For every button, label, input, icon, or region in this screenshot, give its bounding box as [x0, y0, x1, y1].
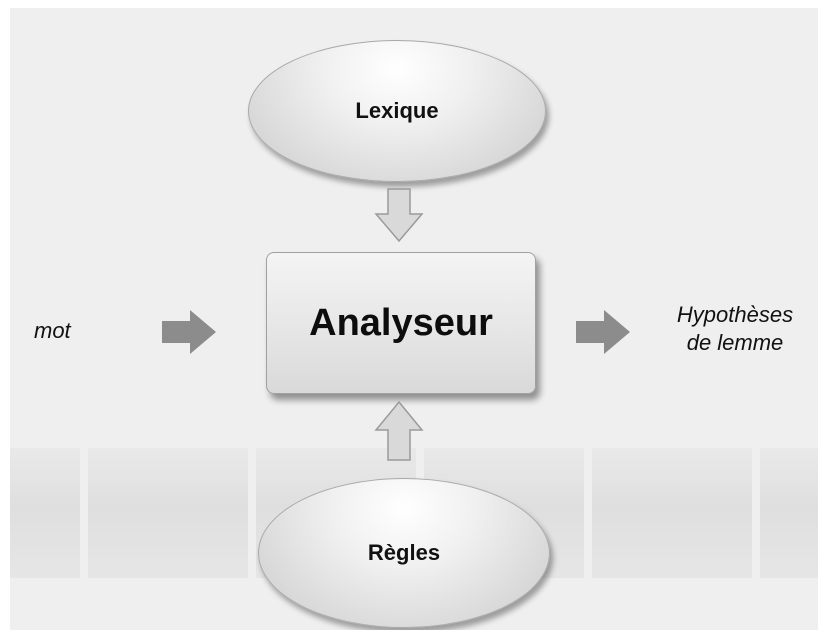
background-photo-strip: [10, 448, 818, 578]
background-photo: [10, 448, 80, 578]
output-label-line-2: de lemme: [686, 330, 784, 355]
output-label: Hypothèses de lemme: [665, 301, 805, 357]
background-photo: [88, 448, 248, 578]
diagram-canvas: Lexique Analyseur Règles mot Hypothèses …: [10, 8, 818, 630]
arrow-right-icon: [162, 310, 216, 354]
background-photo: [760, 448, 818, 578]
background-photo: [592, 448, 752, 578]
analyser-label: Analyseur: [309, 301, 493, 344]
rules-node: Règles: [258, 478, 550, 628]
arrow-up-icon: [374, 400, 424, 461]
arrow-down-icon: [374, 188, 424, 243]
lexicon-node: Lexique: [248, 40, 546, 182]
analyser-node: Analyseur: [266, 252, 536, 394]
arrow-right-icon: [576, 310, 630, 354]
input-label: mot: [34, 318, 71, 343]
rules-label: Règles: [367, 540, 441, 565]
output-label-line-1: Hypothèses: [676, 302, 794, 327]
lexicon-label: Lexique: [355, 98, 439, 123]
